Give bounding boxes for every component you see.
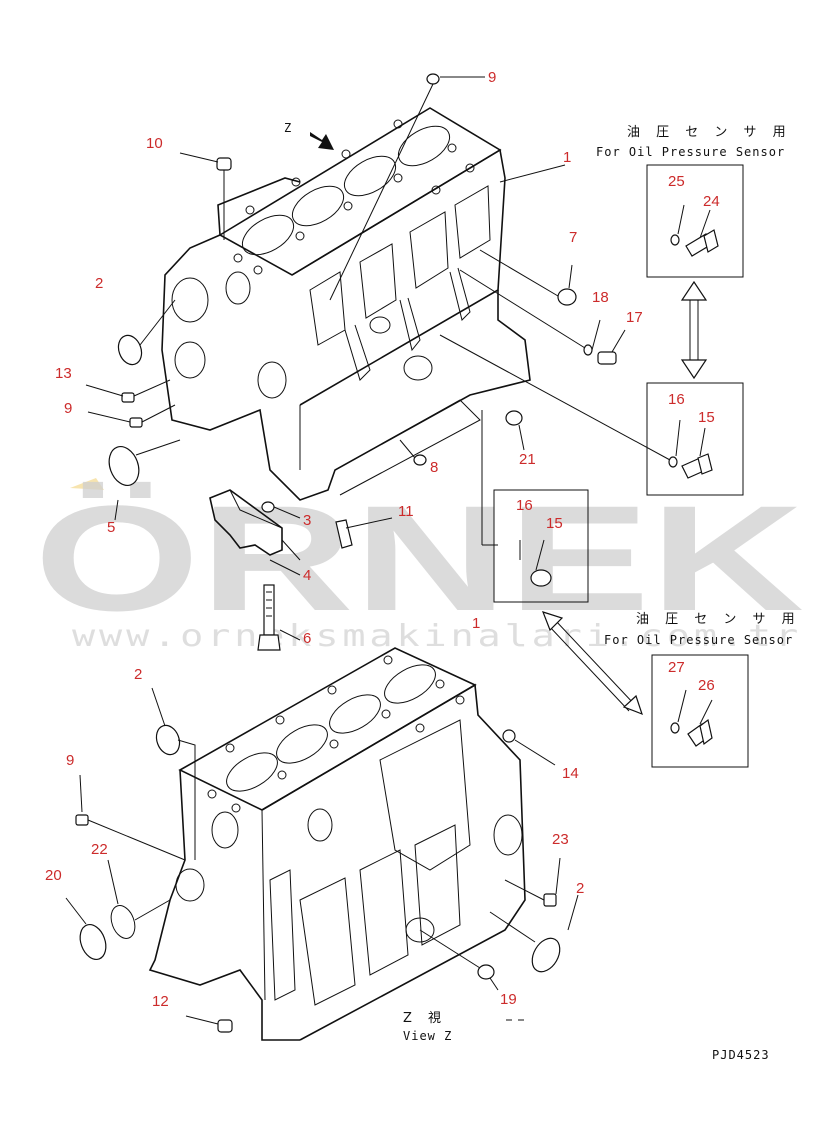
callout-12: 12 [152, 993, 169, 1010]
callout-17: 17 [626, 309, 643, 326]
sensor-box-2-frame [646, 382, 744, 496]
view-label: Z 視 View Z [403, 1011, 524, 1043]
callout-26: 26 [698, 677, 715, 694]
direction-letter: Z [284, 121, 292, 135]
callout-16-box2: 16 [668, 391, 685, 408]
callout-23: 23 [552, 831, 569, 848]
callout-9-left: 9 [64, 400, 72, 417]
view-arrow-icon [310, 132, 334, 150]
callout-2-lower-right: 2 [576, 880, 584, 897]
sensor-box-1: 油 圧 セ ン サ 用 For Oil Pressure Sensor [596, 125, 792, 278]
callout-27: 27 [668, 659, 685, 676]
loose-parts-lower [65, 687, 579, 1033]
callout-1-lower: 1 [472, 615, 480, 632]
callout-labels: 9 10 1 2 7 18 17 13 9 25 24 16 15 21 8 5… [45, 69, 720, 1010]
callout-7: 7 [569, 229, 577, 246]
callout-19: 19 [500, 991, 517, 1008]
lower-cylinder-block [148, 647, 526, 1041]
z-direction-indicator: Z [284, 121, 334, 150]
watermark-accent-icon [70, 478, 104, 490]
sensor-box-3-title-jp: 油 圧 セ ン サ 用 [636, 612, 801, 627]
callout-8: 8 [430, 459, 438, 476]
view-label-jp: Z 視 [403, 1011, 447, 1026]
callout-15-viewz: 15 [546, 515, 563, 532]
callout-5: 5 [107, 519, 115, 536]
sensor-box-1-title-en: For Oil Pressure Sensor [596, 145, 785, 159]
box-link-arrow [680, 280, 708, 380]
loose-parts-upper [85, 73, 671, 546]
sensor-box-3-title-en: For Oil Pressure Sensor [604, 633, 793, 647]
callout-20: 20 [45, 867, 62, 884]
callout-2-upper: 2 [95, 275, 103, 292]
diagonal-link-arrow [541, 611, 643, 716]
view-z-detail-box [493, 489, 589, 603]
callout-9-top: 9 [488, 69, 496, 86]
sensor-box-2 [646, 382, 744, 496]
sensor-box-1-title-jp: 油 圧 セ ン サ 用 [627, 125, 792, 140]
watermark: ÖRNEK www.orneksmakinalari.com.tr [34, 474, 804, 654]
callout-21: 21 [519, 451, 536, 468]
callout-14: 14 [562, 765, 579, 782]
callout-10: 10 [146, 135, 163, 152]
callout-1-upper: 1 [563, 149, 571, 166]
callout-11: 11 [398, 503, 414, 520]
callout-16-viewz: 16 [516, 497, 533, 514]
upper-cylinder-block [161, 107, 531, 501]
callout-6: 6 [303, 630, 311, 647]
sensor-box-3: 油 圧 セ ン サ 用 For Oil Pressure Sensor [604, 612, 801, 768]
callout-25: 25 [668, 173, 685, 190]
view-z-detail-frame [493, 489, 589, 603]
callout-13: 13 [55, 365, 72, 382]
callout-24: 24 [703, 193, 720, 210]
callout-3: 3 [303, 512, 311, 529]
callout-2-lower-left: 2 [134, 666, 142, 683]
drawing-code: PJD4523 [712, 1048, 770, 1062]
callout-22: 22 [91, 841, 108, 858]
view-label-en: View Z [403, 1029, 452, 1043]
sensor-box-1-frame [646, 164, 744, 278]
callout-18: 18 [592, 289, 609, 306]
callout-15-box2: 15 [698, 409, 715, 426]
sensor-box-3-frame [651, 654, 749, 768]
bearing-cap-group [209, 489, 393, 651]
callout-4: 4 [303, 567, 311, 584]
watermark-brand: ÖRNEK [34, 474, 804, 642]
callout-9-lower: 9 [66, 752, 74, 769]
watermark-url: www.orneksmakinalari.com.tr [72, 619, 802, 654]
